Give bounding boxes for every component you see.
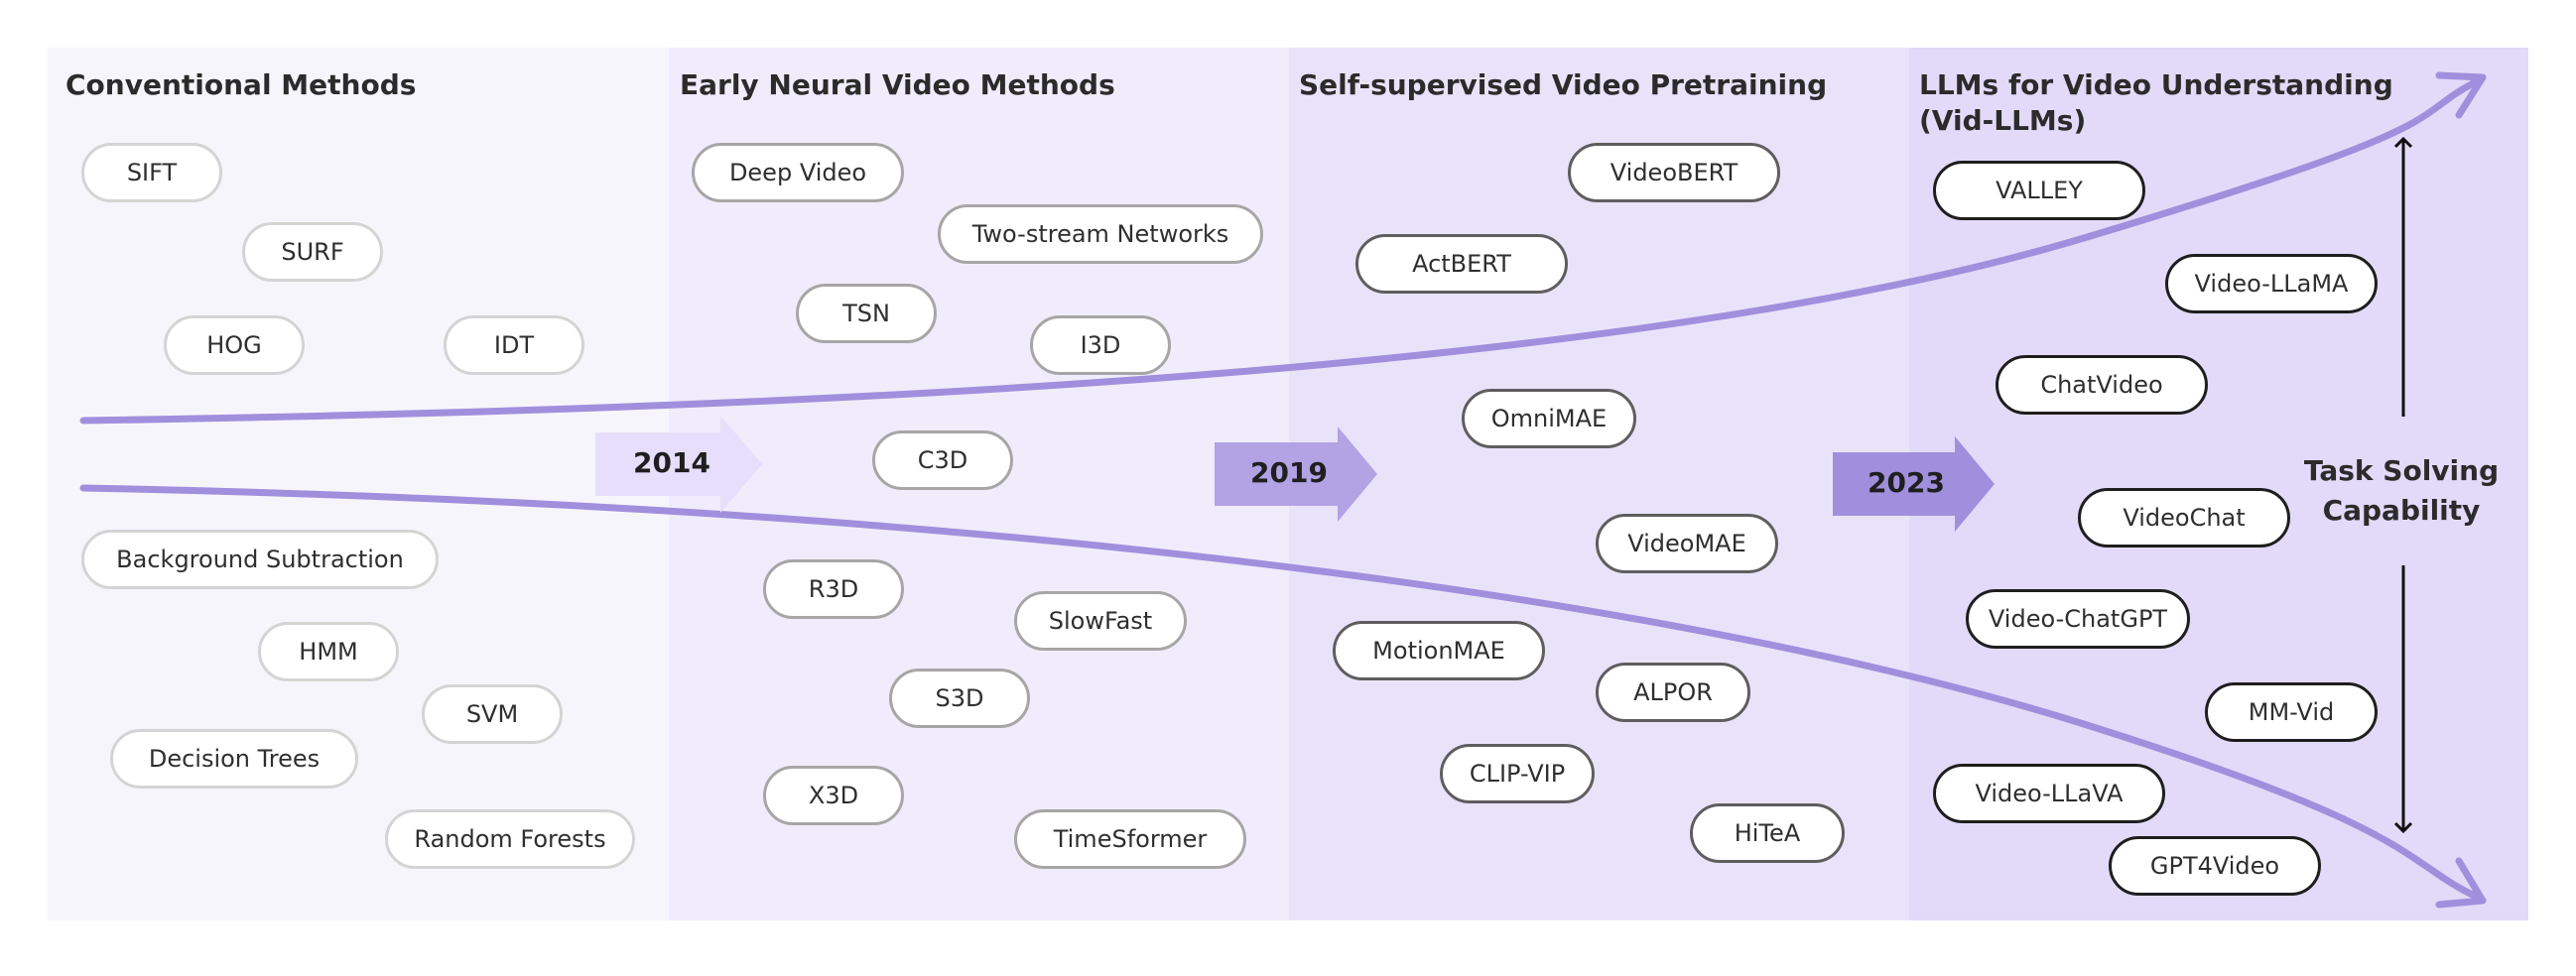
- section-title-early-neural: Early Neural Video Methods: [680, 68, 1115, 101]
- method-x3d: X3D: [763, 766, 904, 825]
- method-s3d: S3D: [889, 669, 1030, 728]
- method-timesformer: TimeSformer: [1014, 809, 1246, 869]
- section-title-self-supervised: Self-supervised Video Pretraining: [1299, 68, 1828, 101]
- method-idt: IDT: [444, 315, 584, 375]
- lower-curve-arrow: [79, 484, 2485, 903]
- upper-curve-arrow: [79, 75, 2485, 425]
- timeline-arrow-2023-icon: [1833, 436, 1995, 532]
- section-title-conventional: Conventional Methods: [65, 68, 417, 101]
- method-omnimae: OmniMAE: [1462, 389, 1636, 448]
- method-alpor: ALPOR: [1596, 663, 1750, 722]
- method-valley: VALLEY: [1933, 161, 2145, 220]
- method-motionmae: MotionMAE: [1333, 621, 1545, 680]
- method-chatvideo: ChatVideo: [1996, 355, 2208, 415]
- method-clip-vip: CLIP-VIP: [1440, 744, 1595, 803]
- upper-curve-arrow-head-icon: [2435, 71, 2487, 119]
- timeline-arrow-2014-icon: [595, 416, 762, 513]
- method-background-subtraction: Background Subtraction: [81, 530, 439, 589]
- method-video-llava: Video-LLaVA: [1933, 764, 2165, 823]
- method-i3d: I3D: [1030, 315, 1171, 375]
- year-label-2023: 2023: [1868, 466, 1945, 499]
- method-gpt4video: GPT4Video: [2109, 836, 2321, 896]
- method-random-forests: Random Forests: [385, 809, 635, 869]
- method-video-llama: Video-LLaMA: [2165, 254, 2378, 313]
- method-deep-video: Deep Video: [692, 143, 904, 202]
- method-video-chatgpt: Video-ChatGPT: [1966, 589, 2190, 649]
- method-decision-trees: Decision Trees: [110, 729, 358, 789]
- capability-label-line1: Task Solving: [2303, 454, 2500, 487]
- method-two-stream-networks: Two-stream Networks: [938, 204, 1263, 264]
- method-c3d: C3D: [872, 430, 1013, 490]
- timeline-arrow-2019-icon: [1215, 427, 1377, 522]
- section-title-vid-llms: LLMs for Video Understanding (Vid-LLMs): [1919, 67, 2393, 139]
- year-label-2019: 2019: [1250, 456, 1328, 489]
- capability-label: Task Solving Capability: [2292, 451, 2511, 531]
- method-r3d: R3D: [763, 559, 904, 619]
- section-title-vid-llms-line1: LLMs for Video Understanding: [1919, 68, 2393, 101]
- method-svm: SVM: [422, 684, 563, 744]
- method-videomae: VideoMAE: [1596, 514, 1778, 573]
- lower-curve-arrow-head-icon: [2435, 857, 2487, 909]
- method-slowfast: SlowFast: [1014, 591, 1187, 651]
- method-actbert: ActBERT: [1355, 234, 1568, 294]
- method-videobert: VideoBERT: [1568, 143, 1780, 202]
- method-surf: SURF: [242, 222, 383, 282]
- method-hmm: HMM: [258, 622, 399, 681]
- method-videochat: VideoChat: [2078, 488, 2290, 548]
- method-hitea: HiTeA: [1690, 803, 1845, 863]
- section-title-vid-llms-line2: (Vid-LLMs): [1919, 104, 2087, 137]
- method-tsn: TSN: [796, 284, 937, 343]
- method-sift: SIFT: [81, 143, 222, 202]
- method-hog: HOG: [164, 315, 305, 375]
- method-mm-vid: MM-Vid: [2205, 682, 2378, 742]
- capability-label-line2: Capability: [2322, 494, 2481, 527]
- year-label-2014: 2014: [633, 446, 710, 479]
